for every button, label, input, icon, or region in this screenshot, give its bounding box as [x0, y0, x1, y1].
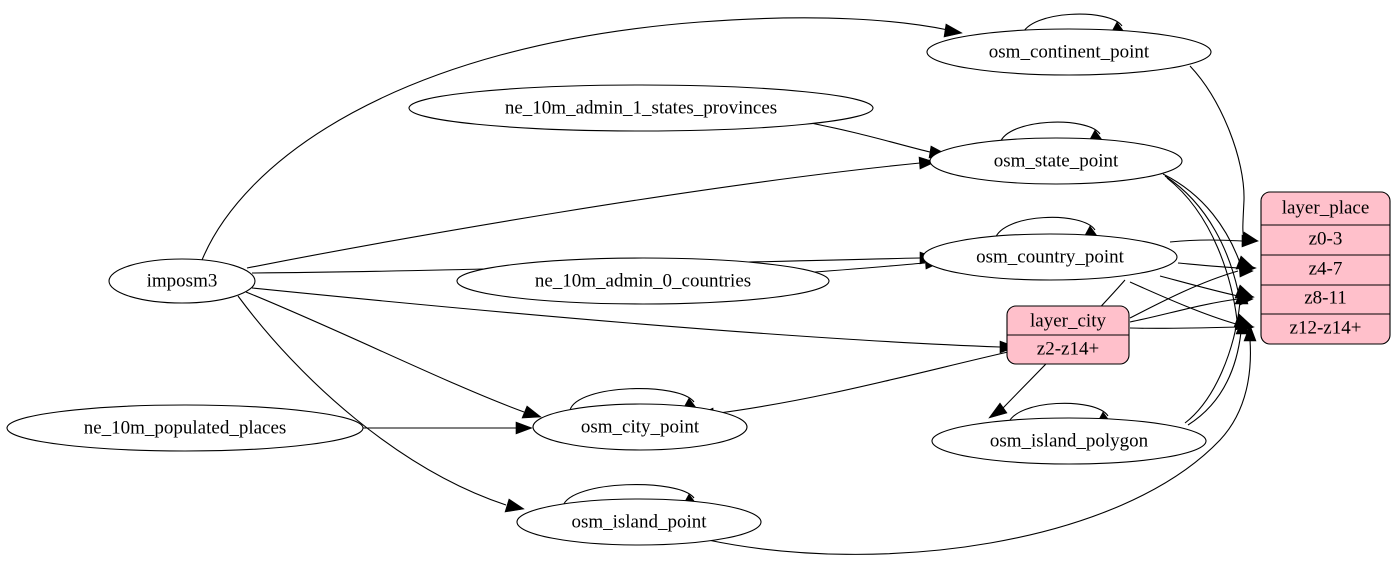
edge-imposm3-to-osm_island_point — [237, 295, 507, 506]
edge-osm_island_polygon-to-layer_place-z12-z14 — [1187, 331, 1242, 426]
arrowhead-icon — [521, 405, 542, 419]
edge-osm_state_point-to-layer_place-z8-11 — [1164, 175, 1239, 292]
edge-imposm3-to-osm_continent_point — [199, 17, 949, 266]
edge-ne_states-to-osm_state_point — [794, 119, 931, 153]
edge-layer_city-to-layer_place-z12-z14 — [1129, 326, 1239, 329]
edge-imposm3-to-layer_city — [251, 287, 1001, 348]
edge-layer_city-to-osm_city_point — [711, 351, 1009, 415]
edge-imposm3-to-osm_state_point — [246, 162, 921, 269]
edge-ne_countries-to-osm_country_point — [799, 262, 926, 274]
node-imposm3[interactable]: imposm3 — [108, 258, 256, 304]
edge-osm_island_point-self-loop — [562, 484, 695, 507]
edge-osm_country_point-to-layer_place-z12-z14 — [1129, 281, 1237, 325]
node-ne_10m_admin_1_states_provinces[interactable]: ne_10m_admin_1_states_provinces — [408, 84, 874, 132]
arrowhead-icon — [988, 402, 1008, 419]
node-osm_state_point[interactable]: osm_state_point — [929, 137, 1183, 185]
arrowhead-icon — [1243, 324, 1257, 342]
node-osm_city_point[interactable]: osm_city_point — [532, 403, 748, 451]
edge-osm_island_point-to-layer_place-z12-z14 — [707, 339, 1251, 555]
edge-osm_state_point-self-loop — [999, 121, 1101, 144]
edge-imposm3-to-osm_city_point — [245, 291, 525, 413]
edge-osm_continent_point-self-loop — [1021, 13, 1123, 36]
edge-osm_island_polygon-self-loop — [1007, 402, 1109, 425]
node-osm_continent_point[interactable]: osm_continent_point — [926, 28, 1212, 76]
arrowhead-icon — [1238, 264, 1254, 278]
edge-layer_city-to-layer_place-z8-11 — [1129, 298, 1239, 323]
edge-osm_country_point-self-loop — [994, 216, 1096, 240]
edge-layer_city-to-layer_place-z4-7 — [1129, 270, 1239, 319]
edge-osm_country_point-to-layer_place-z0-3 — [1169, 239, 1243, 243]
arrowhead-icon — [1241, 234, 1259, 248]
edge-osm_country_point-to-layer_place-z8-11 — [1159, 275, 1239, 297]
node-osm_country_point[interactable]: osm_country_point — [922, 233, 1178, 281]
node-layer: imposm3 ne_10m_admin_1_states_provinces … — [6, 28, 1391, 546]
node-osm_island_polygon[interactable]: osm_island_polygon — [931, 417, 1207, 465]
edge-osm_continent_point-to-layer_place-z0-3 — [1189, 65, 1245, 239]
node-layer_city[interactable]: layer_city z2-z14+ — [1006, 305, 1130, 365]
arrowhead-icon — [504, 498, 525, 513]
edge-osm_state_point-to-layer_place-z12-z14 — [1166, 177, 1238, 321]
node-ne_10m_populated_places[interactable]: ne_10m_populated_places — [6, 404, 364, 452]
node-osm_island_point[interactable]: osm_island_point — [516, 498, 762, 546]
arrowhead-icon — [1234, 287, 1249, 305]
arrowhead-icon — [943, 23, 963, 38]
node-ne_10m_admin_0_countries[interactable]: ne_10m_admin_0_countries — [456, 257, 830, 305]
edge-osm_island_polygon-to-layer_place-z8-11 — [1184, 301, 1241, 424]
arrowhead-icon — [1235, 317, 1250, 335]
node-layer_place[interactable]: layer_place z0-3 z4-7 z8-11 z12-z14+ — [1260, 191, 1391, 345]
edge-osm_country_point-to-layer_place-z4-7 — [1177, 262, 1241, 269]
arrowhead-icon — [515, 421, 533, 435]
edge-osm_city_point-self-loop — [569, 388, 695, 411]
edge-osm_state_point-to-layer_place-z4-7 — [1162, 173, 1241, 264]
arrowhead-icon — [918, 156, 936, 170]
